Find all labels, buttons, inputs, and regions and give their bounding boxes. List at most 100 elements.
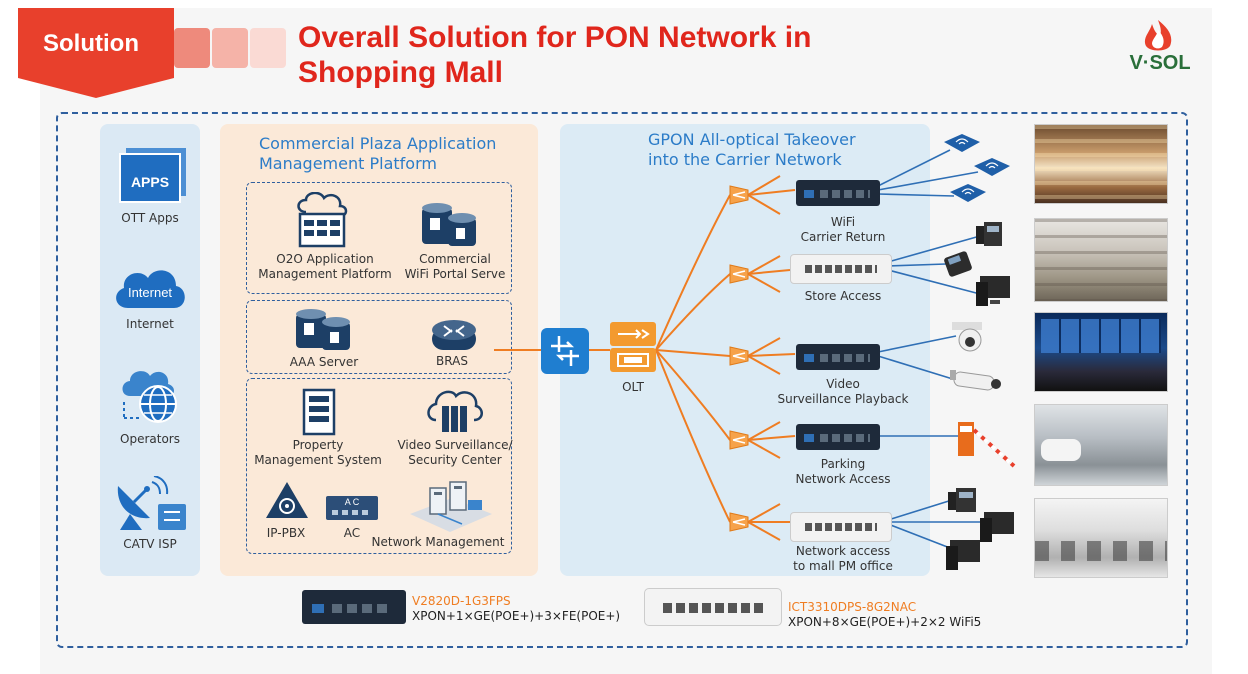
store-ont-to-pc (887, 269, 981, 295)
platform-title-line2: Management Platform (259, 154, 437, 173)
mall-atrium-photo (1034, 124, 1168, 204)
video-ont-to-bullet-cam (877, 355, 957, 381)
store-ont-to-phone (887, 235, 981, 263)
splitter-1-branch-b (747, 189, 796, 196)
ont-video-ports (820, 354, 870, 362)
ippbx-icon (264, 480, 310, 520)
olt-to-splitter-2 (655, 273, 731, 351)
ont-wifi-ports (820, 190, 870, 198)
product-ict3310-spec: XPON+8×GE(POE+)+2×2 WiFi5 (788, 615, 982, 629)
ont-wifi-pon-port (804, 190, 814, 198)
wifi-ont-to-ap-1 (877, 149, 951, 187)
product-v2820d-ports (332, 604, 392, 613)
logo-text: V·SOL (1129, 52, 1191, 74)
terminal-lines (877, 149, 982, 549)
page-title-line2: Shopping Mall (298, 56, 503, 89)
product-v2820d-pon (312, 604, 324, 613)
solution-tab-shape (18, 8, 174, 98)
tab-deco-1 (174, 28, 210, 68)
video-ont-to-dome-cam (877, 335, 957, 353)
wifi-portal-label-line1: Commercial (419, 252, 491, 266)
splitter-1-branch-a (747, 175, 781, 196)
video-center-label-line1: Video Surveillance/ (397, 438, 513, 452)
splitter-4-branch-c (747, 439, 781, 459)
catv-label: CATV ISP (123, 537, 177, 551)
branch-parking-line2: Network Access (795, 472, 891, 486)
app-server-group (246, 182, 512, 294)
branch-office-line2: to mall PM office (793, 559, 893, 573)
splitter-2-branch-c (747, 273, 781, 293)
splitter-3-branch-c (747, 355, 781, 375)
olt-to-splitter-5 (655, 349, 731, 523)
o2o-label-line2: Management Platform (258, 267, 392, 281)
office-ont-to-pc-2 (887, 523, 951, 549)
product-v2820d-image (302, 590, 406, 624)
operators-label: Operators (120, 432, 180, 446)
splitter-1-branch-c (747, 194, 781, 215)
vsol-logo: V·SOL (1110, 18, 1210, 78)
bras-label: BRAS (436, 354, 468, 368)
olt-splitter-lines (655, 175, 796, 541)
platform-title-line1: Commercial Plaza Application (259, 134, 497, 153)
ont-wifi-carrier-return (796, 180, 880, 206)
ont-store-ports (805, 265, 877, 273)
olt-icon (610, 322, 656, 374)
branch-video-line2: Surveillance Playback (777, 392, 909, 406)
ont-parking (796, 424, 880, 450)
solution-tab: Solution (18, 8, 174, 98)
wifi-portal-database-icon (420, 202, 480, 248)
property-label: Property Management System (250, 438, 386, 468)
control-room-photo (1034, 312, 1168, 392)
core-switch-icon (541, 328, 589, 374)
olt-to-splitter-4 (655, 349, 731, 441)
ont-pm-office (790, 512, 892, 542)
splitter-2-branch-b (747, 269, 791, 275)
aaa-bras-group (246, 300, 512, 374)
branch-video-label: Video Surveillance Playback (776, 377, 910, 407)
branch-wifi-line2: Carrier Return (800, 230, 886, 244)
o2o-server-icon (294, 191, 350, 248)
solution-tab-label: Solution (43, 30, 139, 57)
property-server-icon (302, 388, 336, 436)
apps-tile-label: APPS (130, 174, 170, 190)
splitter-5-branch-a (747, 503, 781, 523)
office-photo (1034, 498, 1168, 578)
property-label-line1: Property (292, 438, 344, 452)
platform-title: Commercial Plaza Application Management … (259, 134, 496, 174)
splitter-3-branch-b (747, 353, 796, 357)
tab-deco-3 (250, 28, 286, 68)
ott-apps-label: OTT Apps (121, 211, 179, 225)
wifi-portal-label-line2: WiFi Portal Serve (404, 267, 506, 281)
internet-label: Internet (126, 317, 174, 331)
branch-video-line1: Video (826, 377, 860, 391)
branch-office-label: Network access to mall PM office (770, 544, 916, 574)
internet-cloud-label: Internet (127, 285, 173, 300)
branch-store-label: Store Access (804, 289, 882, 303)
outer-frame (56, 112, 1188, 648)
gpon-title-line2: into the Carrier Network (648, 150, 842, 169)
product-ict3310-ports (663, 603, 763, 613)
ont-office-ports (805, 523, 877, 531)
product-ict3310-image (644, 588, 782, 626)
branch-office-line1: Network access (795, 544, 891, 558)
ont-parking-pon-port (804, 434, 814, 442)
page-title: Overall Solution for PON Network in Shop… (298, 20, 811, 90)
management-group (246, 378, 512, 554)
splitter-5-branch-c (747, 521, 781, 541)
ippbx-label: IP-PBX (266, 526, 306, 540)
parked-car (1041, 439, 1081, 461)
wifi-ont-to-ap-2 (877, 171, 979, 191)
ont-video-pon-port (804, 354, 814, 362)
olt-to-splitter-3 (655, 349, 731, 357)
gpon-title-line1: GPON All-optical Takeover (648, 130, 856, 149)
ac-device-ports (332, 510, 372, 515)
apps-icon: APPS (118, 146, 188, 206)
mall-stores-photo (1034, 218, 1168, 302)
o2o-label-line1: O2O Application (276, 252, 374, 266)
property-label-line2: Management System (254, 453, 382, 467)
branch-wifi-label: WiFi Carrier Return (776, 215, 910, 245)
page-title-line1: Overall Solution for PON Network in (298, 21, 812, 54)
splitter-4-branch-a (747, 421, 781, 441)
video-wall (1041, 319, 1161, 353)
